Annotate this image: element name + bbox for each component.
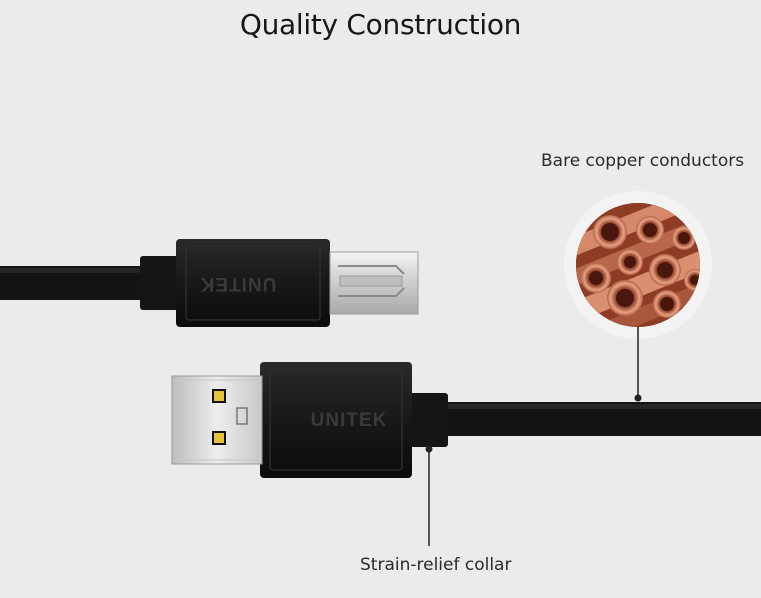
- usb-b-cable: UNITEK: [0, 239, 419, 327]
- leader-dot-collar: [425, 445, 433, 453]
- leader-dot-copper: [634, 394, 642, 402]
- usb-b-connector-body: [176, 239, 330, 327]
- usb-a-connector-body: [260, 362, 412, 478]
- callout-strain-relief-label: Strain-relief collar: [360, 555, 512, 575]
- copper-pipe-ends: [581, 215, 700, 318]
- brand-logo-lower: UNITEK: [311, 410, 388, 431]
- copper-conductors-inset: [564, 191, 712, 339]
- page-title: Quality Construction: [239, 8, 522, 41]
- brand-logo-upper: UNITEK: [200, 273, 277, 294]
- usb-a-cable: UNITEK: [171, 362, 761, 478]
- strain-relief-collar-lower: [406, 393, 448, 447]
- strain-relief-collar-upper: [140, 256, 180, 310]
- callout-copper-label: Bare copper conductors: [541, 151, 745, 171]
